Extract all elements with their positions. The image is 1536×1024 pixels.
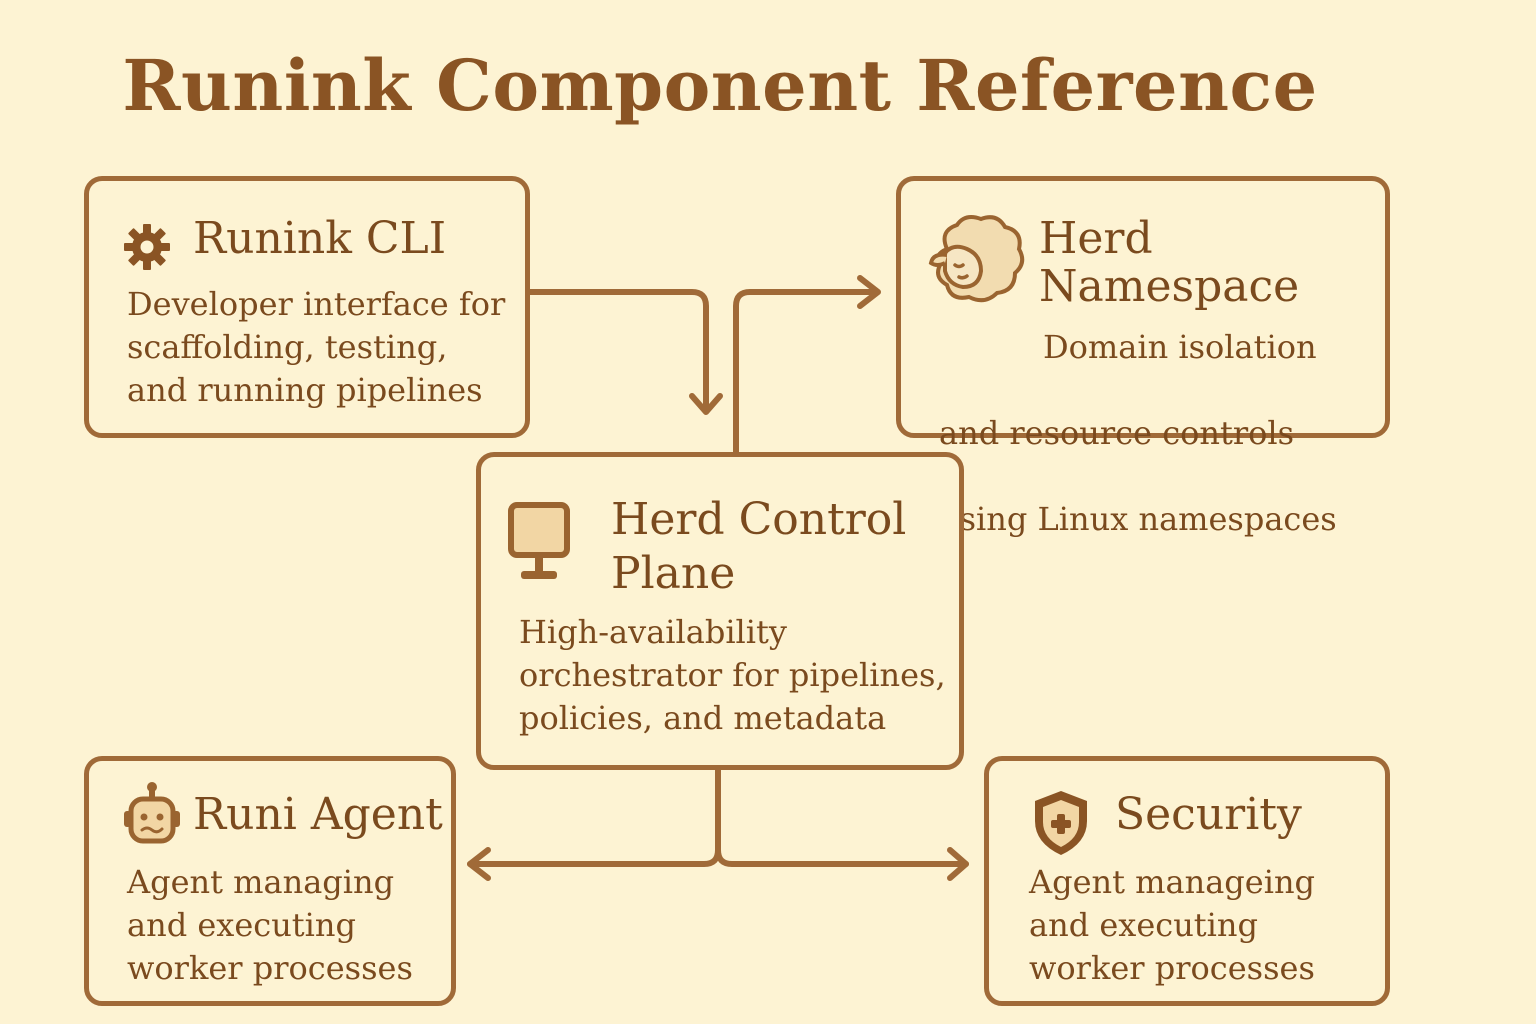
connector-control-plane-down [467, 767, 721, 867]
description-line-1: Domain isolation [1043, 328, 1317, 366]
component-name: Runink CLI [193, 213, 447, 264]
diagram-title: Runink Component Reference [122, 44, 1318, 127]
arrow-control-plane-to-namespace [733, 289, 879, 455]
component-name: Runi Agent [193, 789, 443, 840]
component-card-runi-agent: Runi Agent Agent managing and executing … [84, 756, 456, 1006]
robot-icon [124, 782, 180, 844]
description-lines-rest: and resource controls [939, 414, 1295, 452]
arrowhead-left [467, 847, 491, 881]
component-description: Agent manageing and executing worker pro… [1029, 863, 1316, 987]
arrowhead-down [689, 393, 723, 415]
monitor-icon [508, 502, 570, 579]
component-card-herd-control-plane: Herd Control Plane High-availability orc… [476, 452, 964, 770]
sheep-icon [928, 215, 1025, 303]
component-card-security: Security Agent manageing and executing w… [984, 756, 1390, 1006]
component-description: High-availability orchestrator for pipel… [519, 613, 946, 737]
component-description: Domain isolation and resource controls u… [939, 328, 1337, 538]
component-description: Agent managing and executing worker proc… [127, 863, 413, 987]
component-description: Developer interface for scaffolding, tes… [127, 285, 506, 409]
shield-icon [1035, 791, 1087, 855]
gear-icon [124, 224, 170, 270]
component-card-herd-namespace: Herd Namespace Domain isolation and reso… [896, 176, 1390, 538]
arrowhead-right-bottom [947, 847, 969, 881]
component-name: Herd Namespace [1039, 213, 1300, 313]
connector-to-security [715, 847, 969, 867]
arrow-cli-to-control-plane [527, 289, 709, 413]
arrowhead-right-top [857, 275, 881, 309]
component-name: Security [1115, 789, 1302, 840]
component-card-runink-cli: Runink CLI Developer interface for scaff… [84, 176, 530, 438]
component-name: Herd Control Plane [611, 494, 907, 599]
